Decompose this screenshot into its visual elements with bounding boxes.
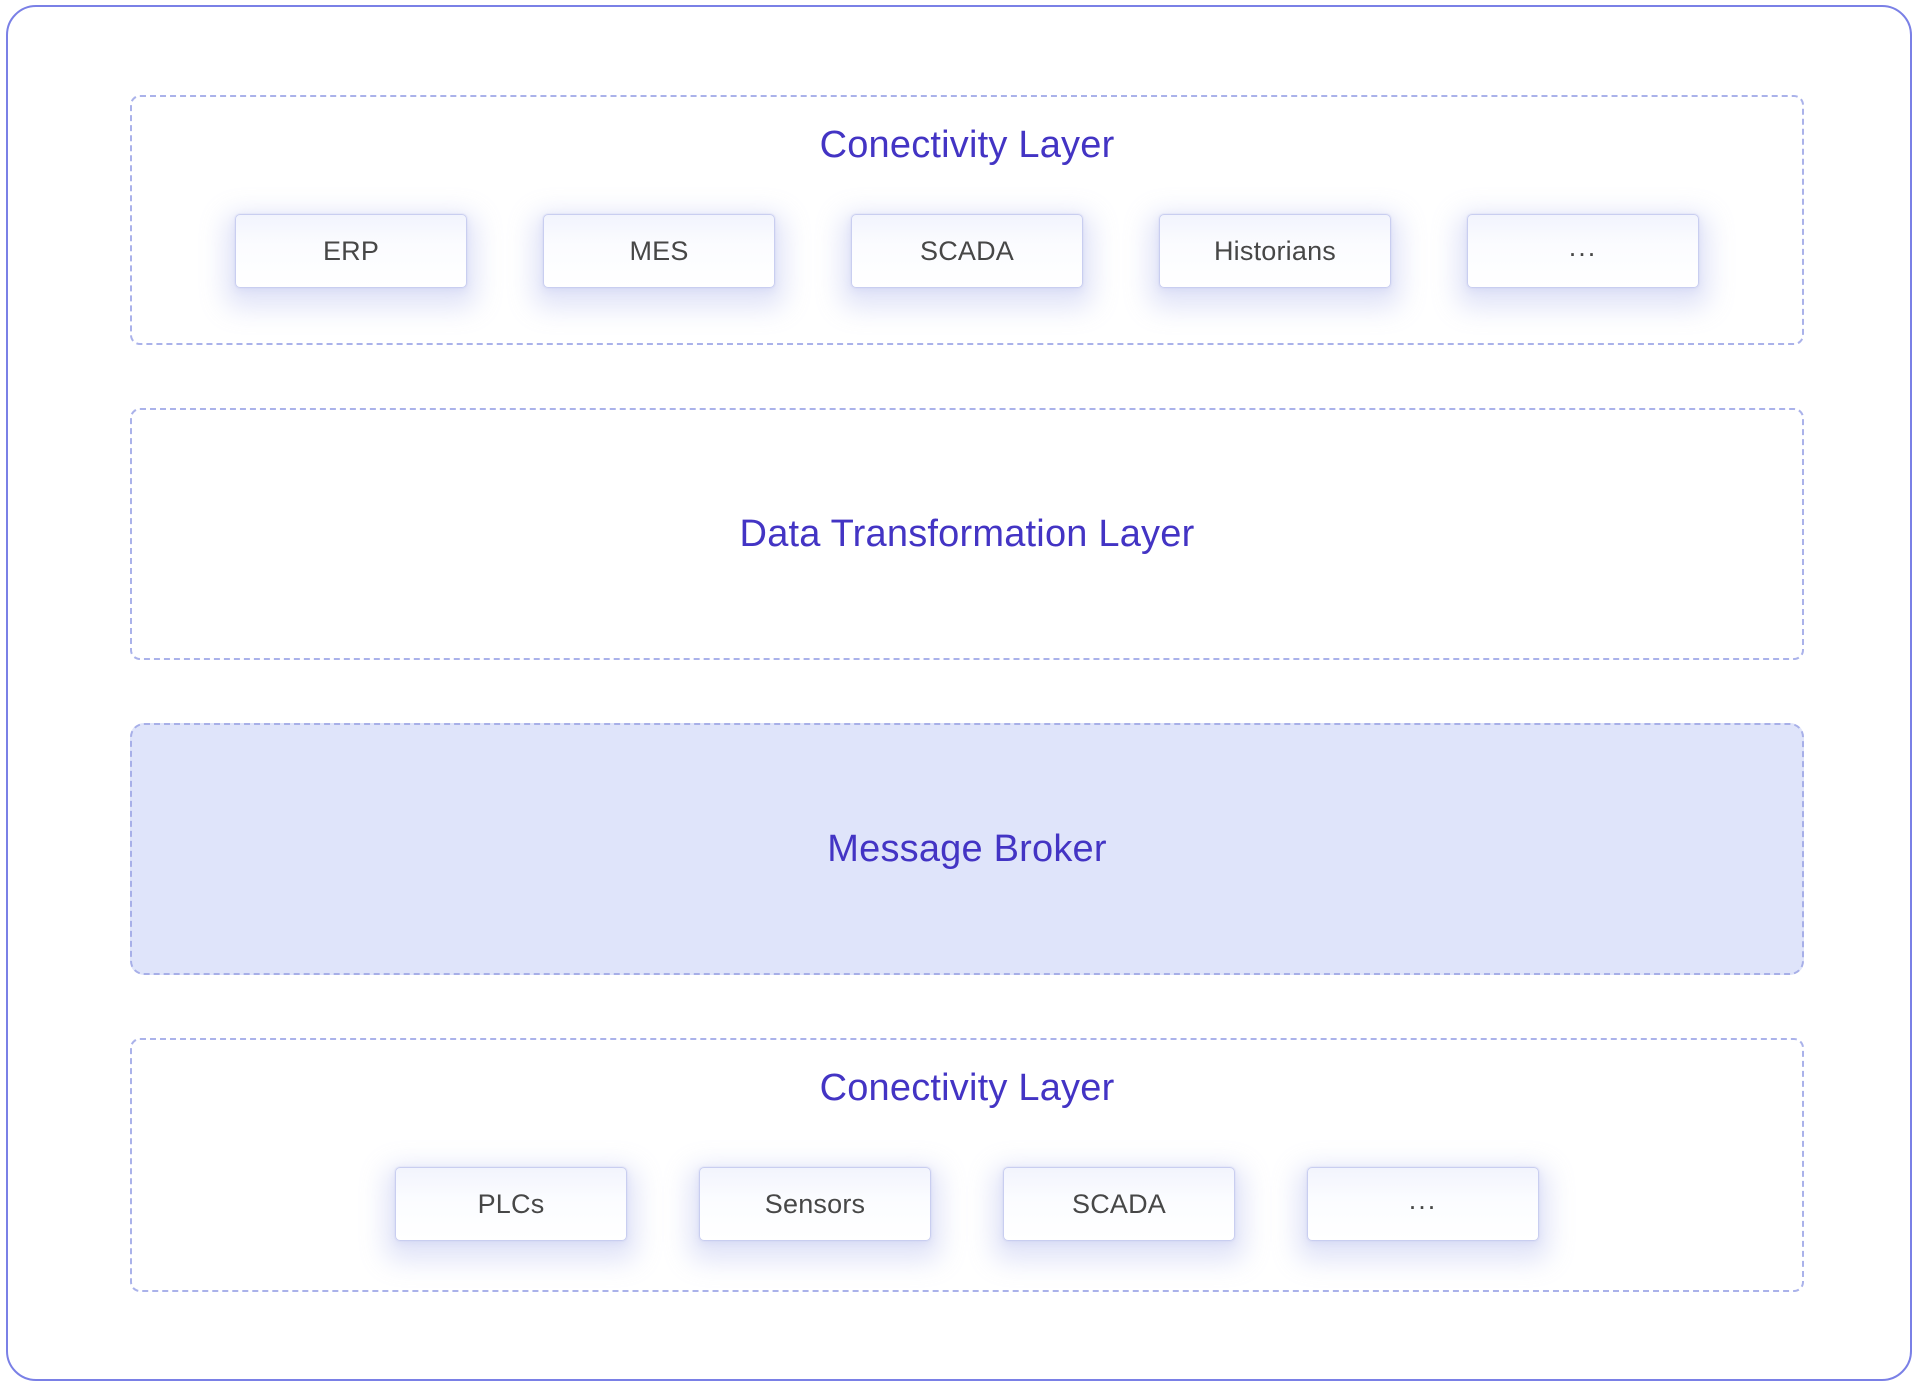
node-historians[interactable]: Historians <box>1159 214 1391 288</box>
node-label-plcs: PLCs <box>477 1188 545 1219</box>
node-plcs[interactable]: PLCs <box>395 1167 627 1241</box>
layer-data-transformation[interactable]: Data Transformation Layer <box>130 408 1804 660</box>
node-label-scada-top: SCADA <box>919 235 1015 266</box>
node-label-mes: MES <box>629 235 689 266</box>
node-scada-top[interactable]: SCADA <box>851 214 1083 288</box>
node-label-more-bottom: ... <box>1408 1184 1438 1215</box>
node-more-bottom[interactable]: ... <box>1307 1167 1539 1241</box>
node-more-top[interactable]: ... <box>1467 214 1699 288</box>
layer-title-connectivity-top: Conectivity Layer <box>819 124 1115 166</box>
node-row-connectivity-top: ERP MES SCADA Historians ... <box>132 214 1802 288</box>
node-scada-bottom[interactable]: SCADA <box>1003 1167 1235 1241</box>
node-label-erp: ERP <box>322 235 380 266</box>
layer-message-broker[interactable]: Message Broker <box>130 723 1804 975</box>
node-label-sensors: Sensors <box>764 1188 866 1219</box>
node-erp[interactable]: ERP <box>235 214 467 288</box>
layer-connectivity-top[interactable]: Conectivity Layer ERP MES SCADA Historia… <box>130 95 1804 345</box>
node-mes[interactable]: MES <box>543 214 775 288</box>
layer-connectivity-bottom[interactable]: Conectivity Layer PLCs Sensors SCADA ... <box>130 1038 1804 1292</box>
node-sensors[interactable]: Sensors <box>699 1167 931 1241</box>
layer-title-connectivity-bottom: Conectivity Layer <box>819 1067 1115 1109</box>
node-row-connectivity-bottom: PLCs Sensors SCADA ... <box>132 1167 1802 1241</box>
layer-title-data-transformation: Data Transformation Layer <box>739 513 1195 555</box>
node-label-more-top: ... <box>1568 231 1598 262</box>
node-label-scada-bottom: SCADA <box>1071 1188 1167 1219</box>
node-label-historians: Historians <box>1213 235 1337 266</box>
layer-title-message-broker: Message Broker <box>827 828 1107 870</box>
